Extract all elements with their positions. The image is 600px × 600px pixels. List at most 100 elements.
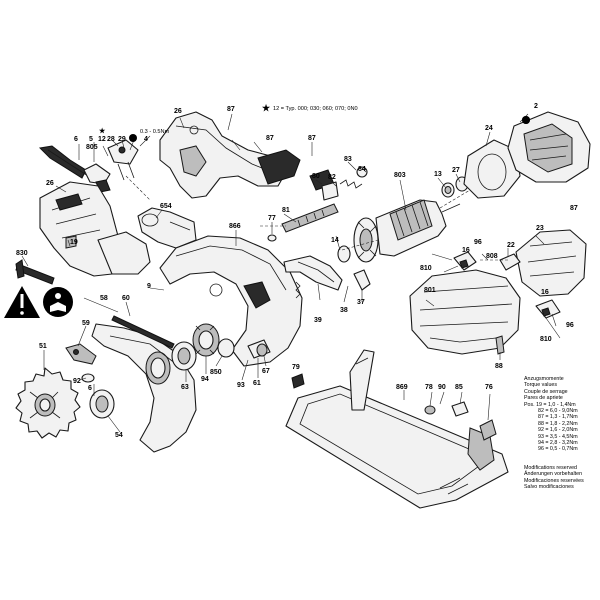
brush-holder-16-top (453, 251, 477, 271)
callout-24: 24 (485, 125, 493, 132)
air-guide-24 (463, 139, 521, 199)
brush-holder-16-bottom (535, 299, 561, 319)
callout-14: 14 (331, 237, 339, 244)
callout-866: 866 (229, 223, 241, 230)
callout-87-c: 87 (308, 135, 316, 142)
legend-line: 87 = 1,3 - 1,7Nm (538, 414, 578, 421)
torque-note: 0.3 - 0.5Nm (140, 129, 170, 135)
motor-housing-cap (515, 229, 587, 297)
callout-58: 58 (100, 295, 108, 302)
motor-housing (409, 269, 521, 355)
callout-869: 869 (396, 384, 408, 391)
brush-holder-808 (499, 253, 521, 271)
callout-83: 83 (344, 156, 352, 163)
callout-9: 9 (147, 283, 151, 290)
callout-81: 81 (282, 207, 290, 214)
legend-line: Couple de serrage (524, 388, 568, 395)
callout-805: 805 (86, 144, 98, 151)
notice-line: Modificaciones reservées (524, 477, 584, 484)
legend-line: 88 = 1,8 - 2,2Nm (538, 420, 578, 427)
type-note: 12 = Typ. 000; 030; 060; 070; 0N0 (273, 106, 358, 112)
callout-5: 5 (89, 136, 93, 143)
warning-triangle-icon (4, 286, 40, 318)
spring-cap-84 (356, 166, 368, 178)
lower-guard (91, 323, 197, 453)
callout-85: 85 (455, 384, 463, 391)
legend-line: Torque values (524, 382, 557, 389)
clip-37 (353, 269, 371, 291)
part-85 (451, 401, 469, 417)
legend-line: 93 = 3,5 - 4,5Nm (538, 433, 578, 440)
legend-line: 96 = 0,5 - 0,7Nm (538, 446, 578, 453)
threaded-spindle (281, 203, 339, 233)
callout-19: 19 (70, 239, 78, 246)
callout-61: 61 (253, 380, 261, 387)
callout-87-d: 87 (570, 205, 578, 212)
switch-trigger (257, 149, 301, 185)
callout-16-top: 16 (462, 247, 470, 254)
screw-88 (495, 335, 505, 355)
callout-51: 51 (39, 343, 47, 350)
armature (375, 199, 461, 257)
callout-2: 2 (534, 103, 538, 110)
clamp-lever-76 (479, 419, 497, 441)
cable-clamp (107, 139, 139, 181)
callout-77: 77 (268, 215, 276, 222)
callout-59: 59 (82, 320, 90, 327)
bearing-14 (337, 245, 351, 263)
callout-labels: 6 5 805 12 ★ 28 29 4 0.3 - 0.5Nm 2 6 87 8… (16, 103, 578, 439)
callout-63: 63 (181, 384, 189, 391)
callout-27: 27 (452, 167, 460, 174)
callout-850: 850 (210, 369, 222, 376)
bushing-61 (247, 339, 271, 359)
callout-94: 94 (201, 376, 209, 383)
base-plate (285, 349, 509, 509)
callout-29: 29 (118, 136, 126, 143)
callout-12: 12 (98, 136, 106, 143)
notice-line: Änderungen vorbehalten (524, 471, 583, 478)
callout-38: 38 (340, 307, 348, 314)
marker-dot (129, 134, 137, 142)
fan-14 (353, 217, 379, 263)
spring-coil (295, 281, 301, 299)
legend-line: Pares de apriete (524, 395, 563, 402)
callout-80: 80 (312, 173, 320, 180)
callout-39: 39 (314, 317, 322, 324)
callout-6-lower: 6 (88, 385, 92, 392)
callout-16-bottom: 16 (541, 289, 549, 296)
spring-83 (339, 179, 363, 189)
marker-dot-2 (522, 116, 530, 124)
notice-line: Salvo modificaciones (524, 484, 574, 491)
callout-84: 84 (358, 166, 366, 173)
spindle-button (309, 169, 339, 201)
gear-wheel-850 (192, 323, 220, 357)
callout-37: 37 (357, 299, 365, 306)
callout-87-b: 87 (266, 135, 274, 142)
callout-54: 54 (115, 432, 123, 439)
callout-6: 6 (74, 136, 78, 143)
washer-77 (267, 234, 277, 242)
notice-line: Modifications reserved (524, 464, 577, 471)
screw-19 (65, 235, 77, 249)
callout-90: 90 (438, 384, 446, 391)
callout-96-bottom: 96 (566, 322, 574, 329)
legend-line: Pos. 19 = 1,0 - 1,4Nm (524, 401, 576, 408)
legend-spacer (524, 453, 600, 465)
callout-82: 82 (328, 174, 336, 181)
callout-28: 28 (107, 136, 115, 143)
saw-blade (15, 367, 81, 439)
flange-54 (89, 389, 115, 419)
legend-line: 92 = 1,6 - 2,0Nm (538, 427, 578, 434)
callout-4: 4 (144, 136, 148, 143)
knob-78 (424, 405, 436, 415)
torque-legend: Anzugsmomente Torque values Couple de se… (524, 376, 600, 491)
gear-63 (171, 341, 197, 371)
callout-654: 654 (160, 203, 172, 210)
field-coil (507, 111, 591, 183)
star-marker-12: ★ (99, 127, 106, 135)
bearing-94 (217, 338, 235, 358)
leader-lines (21, 113, 561, 433)
callout-67: 67 (262, 368, 270, 375)
